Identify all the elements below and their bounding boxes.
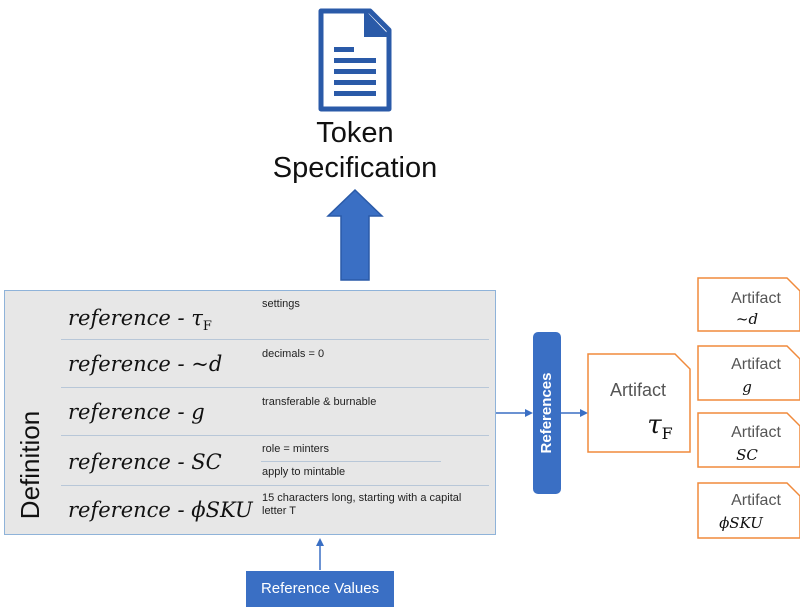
reference-row-sku: reference - ϕSKU bbox=[68, 498, 253, 522]
artifact-title: Artifact bbox=[731, 356, 781, 373]
reference-row-d: reference - ~d bbox=[68, 352, 222, 376]
ref-subscript: F bbox=[202, 319, 212, 335]
row-divider bbox=[61, 339, 489, 340]
main-artifact-symbol-char: τ bbox=[647, 410, 662, 440]
definition-box bbox=[4, 290, 496, 535]
document-icon bbox=[318, 8, 392, 112]
reference-row-g: reference - g bbox=[68, 400, 205, 424]
artifact-symbol: ϕSKU bbox=[719, 514, 763, 532]
reference-values-label: Reference Values bbox=[260, 580, 380, 597]
note-mintable: apply to mintable bbox=[262, 466, 346, 478]
ref-symbol: τ bbox=[191, 306, 203, 330]
artifact-symbol: SC bbox=[736, 446, 758, 464]
reference-row-tau: reference - τF bbox=[68, 306, 212, 334]
up-arrow bbox=[326, 188, 384, 281]
artifact-card-d bbox=[697, 277, 800, 332]
ref-prefix: reference - bbox=[68, 306, 192, 330]
artifact-symbol: ~d bbox=[735, 310, 759, 328]
ref-prefix: reference - bbox=[68, 352, 192, 376]
note-sku: 15 characters long, starting with a capi… bbox=[262, 492, 462, 517]
arrowhead bbox=[316, 538, 324, 546]
main-artifact-subscript: F bbox=[661, 424, 673, 444]
row-divider bbox=[261, 461, 441, 462]
ref-symbol: g bbox=[191, 400, 205, 424]
artifact-card-sku bbox=[697, 482, 800, 539]
artifact-title: Artifact bbox=[731, 424, 781, 441]
ref-symbol: ϕSKU bbox=[191, 498, 253, 522]
main-artifact-card bbox=[587, 353, 691, 453]
note-transferable: transferable & burnable bbox=[262, 396, 377, 408]
note-decimals: decimals = 0 bbox=[262, 348, 325, 360]
main-artifact-title: Artifact bbox=[609, 380, 666, 400]
ref-prefix: reference - bbox=[68, 450, 192, 474]
artifact-card-g bbox=[697, 345, 800, 401]
main-artifact-symbol: τF bbox=[630, 410, 690, 443]
artifact-title: Artifact bbox=[731, 290, 781, 307]
row-divider bbox=[61, 485, 489, 486]
ref-prefix: reference - bbox=[68, 498, 192, 522]
ref-symbol: SC bbox=[191, 450, 222, 474]
artifact-title: Artifact bbox=[731, 492, 781, 509]
row-divider bbox=[61, 387, 489, 388]
arrowhead bbox=[580, 409, 588, 417]
reference-values-box bbox=[246, 571, 394, 607]
ref-prefix: reference - bbox=[68, 400, 192, 424]
references-bar bbox=[533, 332, 561, 494]
note-settings: settings bbox=[262, 298, 300, 310]
arrowhead bbox=[525, 409, 533, 417]
token-specification-title: Token Specification bbox=[272, 117, 438, 184]
artifact-symbol: g bbox=[742, 378, 752, 396]
ref-symbol: ~d bbox=[191, 352, 223, 376]
row-divider bbox=[61, 435, 489, 436]
note-role: role = minters bbox=[262, 443, 329, 455]
artifact-card-sc bbox=[697, 412, 800, 468]
reference-row-sc: reference - SC bbox=[68, 450, 222, 474]
